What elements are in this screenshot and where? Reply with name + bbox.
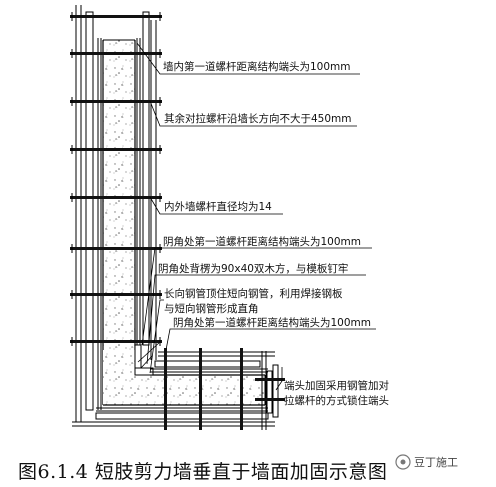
leader-lines xyxy=(136,42,376,391)
tie-bolt xyxy=(70,247,162,250)
outer-batten xyxy=(85,11,94,411)
tie-bolt xyxy=(70,100,162,103)
watermark-text: 豆丁施工 xyxy=(414,456,458,469)
figure-caption: 图6.1.4 短肢剪力墙垂直于墙面加固示意图 xyxy=(18,461,387,483)
h-inner-batten xyxy=(154,360,261,368)
tie-bolt xyxy=(240,348,243,430)
leader-5 xyxy=(146,274,366,365)
tie-bolt xyxy=(70,340,162,343)
tie-bolt xyxy=(70,148,162,151)
horizontal-tie-bolts xyxy=(164,348,243,430)
tie-bolt xyxy=(70,52,162,55)
tie-bolt xyxy=(70,15,162,18)
end-tie-bolt xyxy=(255,398,285,401)
leader-1 xyxy=(136,42,360,75)
tie-bolt xyxy=(164,348,167,430)
watermark-logo-icon xyxy=(395,454,411,470)
corner-concrete xyxy=(103,350,135,376)
horizontal-wall xyxy=(103,350,266,406)
vertical-tie-bolts xyxy=(70,12,162,346)
leader-6 xyxy=(149,299,164,374)
annotation-5: 阴角处背楞为90x40双木方，与模板钉牢 xyxy=(158,262,348,275)
annotation-texts: 墙内第一道螺杆距离结构端头为100mm 其余对拉螺杆沿墙长方向不大于450mm … xyxy=(158,60,389,407)
end-batten xyxy=(272,364,279,418)
corner-diagonal-plate xyxy=(140,355,153,369)
horizontal-wall-concrete xyxy=(103,375,265,405)
end-reinforcement xyxy=(255,351,285,430)
end-board xyxy=(266,370,273,414)
annotation-8b: 拉螺杆的方式锁住端头 xyxy=(284,394,389,407)
annotation-3: 内外墙螺杆直径均为14 xyxy=(164,200,272,213)
end-tie-bolt xyxy=(255,378,285,381)
leader-4 xyxy=(141,247,372,346)
annotation-6a: 长向钢管顶住短向钢管，利用焊接钢板 xyxy=(164,287,343,300)
annotation-7: 阴角处第一道螺杆距离结构端头为100mm xyxy=(173,316,371,329)
inner-batten xyxy=(142,11,150,346)
leader-3 xyxy=(149,196,283,215)
leader-7 xyxy=(165,328,376,351)
leader-2 xyxy=(149,100,357,127)
annotation-8a: 端头加固采用钢管加对 xyxy=(284,379,389,392)
tie-bolt xyxy=(70,196,162,199)
annotation-2: 其余对拉螺杆沿墙长方向不大于450mm xyxy=(164,112,352,125)
h-outer-batten xyxy=(95,412,269,420)
tie-bolt xyxy=(70,293,162,296)
annotation-1: 墙内第一道螺杆距离结构端头为100mm xyxy=(163,60,351,73)
leader-8 xyxy=(275,367,283,391)
watermark: 豆丁施工 xyxy=(395,454,458,470)
annotation-4: 阴角处第一道螺杆距离结构端头为100mm xyxy=(163,235,361,248)
annotation-6b: 与短向钢管形成直角 xyxy=(164,302,259,315)
tie-bolt xyxy=(199,348,202,430)
